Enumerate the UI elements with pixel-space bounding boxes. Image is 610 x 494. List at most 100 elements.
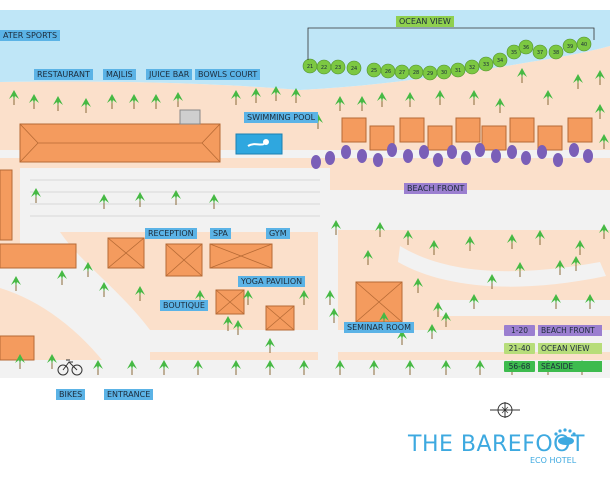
palm-tree-icon (57, 270, 67, 285)
villa-22[interactable]: 22 (316, 59, 332, 75)
palm-tree-icon (475, 360, 485, 375)
palm-tree-icon (595, 104, 605, 119)
label-reception[interactable]: RECEPTION (145, 228, 197, 239)
palm-tree-icon (441, 360, 451, 375)
legend-name: SEASIDE (538, 361, 602, 372)
villa-39[interactable]: 39 (562, 38, 578, 54)
palm-tree-icon (251, 88, 261, 103)
palm-tree-icon (83, 262, 93, 277)
villa-37[interactable]: 37 (532, 44, 548, 60)
palm-tree-icon (429, 240, 439, 255)
palm-tree-icon (515, 262, 525, 277)
palm-tree-icon (127, 360, 137, 375)
palm-tree-icon (265, 360, 275, 375)
legend-range: 1-20 (504, 325, 535, 336)
compass-icon (490, 402, 520, 418)
villa-34[interactable]: 34 (492, 52, 508, 68)
villa-29[interactable]: 29 (422, 65, 438, 81)
villa-number: 26 (385, 69, 391, 75)
villa-33[interactable]: 33 (478, 56, 494, 72)
palm-tree-icon (151, 94, 161, 109)
label-restaurant[interactable]: RESTAURANT (34, 69, 93, 80)
palm-tree-icon (573, 74, 583, 89)
palm-tree-icon (517, 68, 527, 83)
palm-tree-icon (107, 94, 117, 109)
villa-25[interactable]: 25 (366, 62, 382, 78)
footprint-icon (554, 428, 576, 445)
label-spa[interactable]: SPA (210, 228, 231, 239)
villa-31[interactable]: 31 (450, 62, 466, 78)
villa-26[interactable]: 26 (380, 63, 396, 79)
bikes-shelter (0, 335, 35, 361)
villa-number: 23 (335, 65, 341, 71)
palm-tree-icon (405, 92, 415, 107)
villa-number: 22 (321, 65, 327, 71)
villa-30[interactable]: 30 (436, 64, 452, 80)
label-swimming-pool[interactable]: SWIMMING POOL (244, 112, 319, 123)
swimmer-icon (247, 139, 269, 147)
juice-bar-building (179, 109, 201, 125)
label-water-sports[interactable]: ATER SPORTS (0, 30, 61, 41)
label-gym[interactable]: GYM (266, 228, 290, 239)
palm-tree-icon (325, 290, 335, 305)
villa-number: 35 (511, 50, 517, 56)
bicycle-icon (57, 359, 83, 376)
palm-tree-icon (469, 294, 479, 309)
palm-tree-icon (31, 188, 41, 203)
label-beach-front[interactable]: BEACH FRONT (404, 183, 468, 194)
villa-27[interactable]: 27 (394, 64, 410, 80)
villa-number: 24 (351, 66, 357, 72)
label-juice-bar[interactable]: JUICE BAR (146, 69, 193, 80)
label-bikes[interactable]: BIKES (56, 389, 86, 400)
palm-tree-icon (331, 220, 341, 235)
palm-tree-icon (551, 294, 561, 309)
west-long-building (0, 243, 77, 269)
west-wing-building (0, 169, 13, 241)
label-majlis[interactable]: MAJLIS (103, 69, 136, 80)
label-ocean-view[interactable]: OCEAN VIEW (396, 16, 454, 27)
palm-tree-icon (585, 294, 595, 309)
villa-40[interactable]: 40 (576, 36, 592, 52)
palm-tree-icon (571, 256, 581, 271)
label-bowls-court[interactable]: BOWLS COURT (195, 69, 261, 80)
label-seminar-room[interactable]: SEMINAR ROOM (344, 322, 415, 333)
palm-tree-icon (543, 90, 553, 105)
legend-name: OCEAN VIEW (538, 343, 602, 354)
palm-tree-icon (243, 290, 253, 305)
legend-name: BEACH FRONT (538, 325, 602, 336)
palm-tree-icon (173, 92, 183, 107)
villa-21[interactable]: 21 (302, 58, 318, 74)
villa-number: 27 (399, 70, 405, 76)
palm-tree-icon (99, 282, 109, 297)
palm-tree-icon (171, 190, 181, 205)
label-boutique[interactable]: BOUTIQUE (160, 300, 208, 311)
palm-tree-icon (233, 320, 243, 335)
villa-number: 32 (469, 65, 475, 71)
palm-tree-icon (209, 194, 219, 209)
palm-tree-icon (599, 224, 609, 239)
label-entrance[interactable]: ENTRANCE (104, 389, 154, 400)
villa-28[interactable]: 28 (408, 64, 424, 80)
palm-tree-icon (575, 240, 585, 255)
palm-tree-icon (555, 260, 565, 275)
palm-tree-icon (487, 274, 497, 289)
palm-tree-icon (93, 360, 103, 375)
villa-24[interactable]: 24 (346, 60, 362, 76)
palm-tree-icon (135, 286, 145, 301)
palm-tree-icon (299, 290, 309, 305)
palm-tree-icon (469, 90, 479, 105)
villa-36[interactable]: 36 (518, 39, 534, 55)
palm-tree-icon (403, 230, 413, 245)
villa-32[interactable]: 32 (464, 59, 480, 75)
villa-38[interactable]: 38 (548, 44, 564, 60)
villa-23[interactable]: 23 (330, 59, 346, 75)
legend-range: 56-68 (504, 361, 535, 372)
palm-tree-icon (53, 96, 63, 111)
palm-tree-icon (231, 360, 241, 375)
palm-tree-icon (271, 86, 281, 101)
legend-range: 21-40 (504, 343, 535, 354)
label-yoga-pavilion[interactable]: YOGA PAVILION (238, 276, 306, 287)
palm-tree-icon (413, 278, 423, 293)
